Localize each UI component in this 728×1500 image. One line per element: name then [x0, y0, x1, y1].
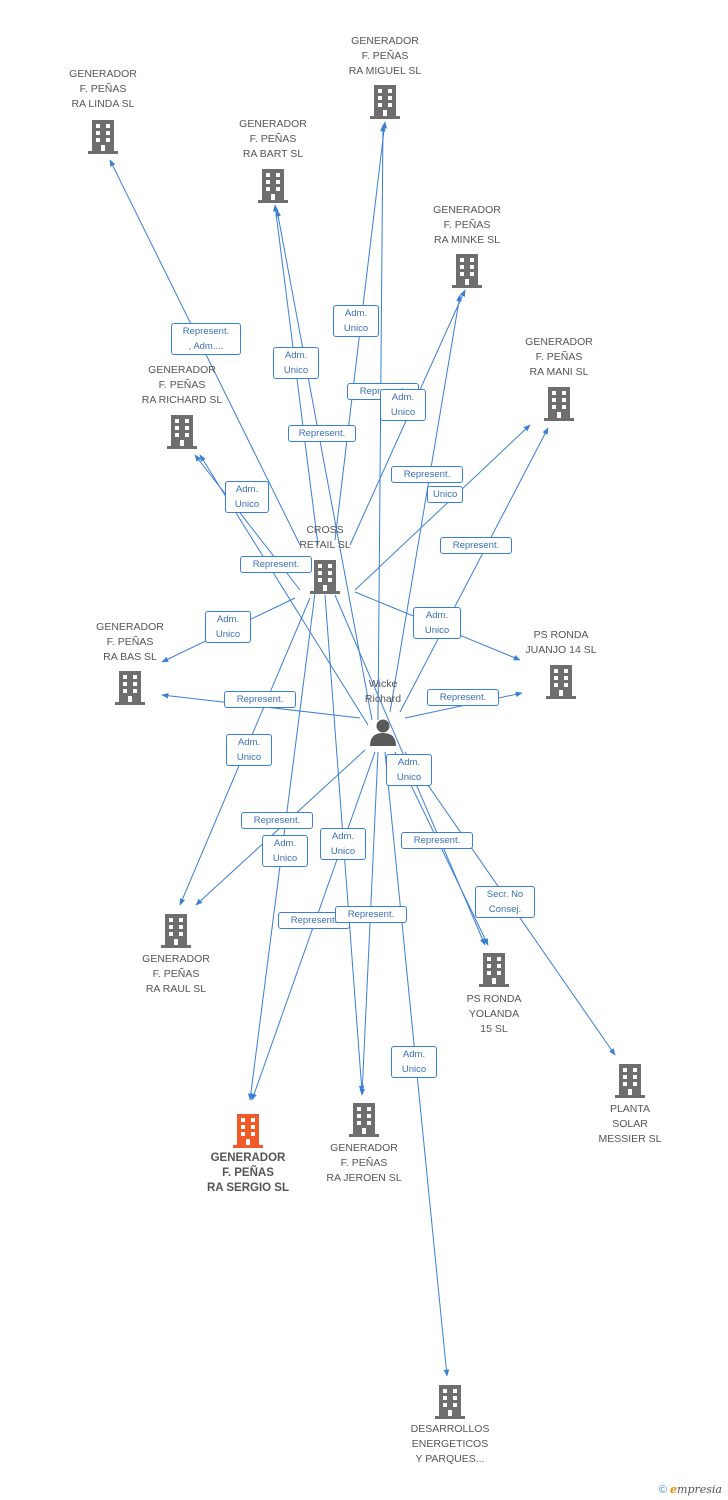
edge-label: Unico [427, 486, 464, 503]
building-icon[interactable] [88, 120, 118, 154]
node-label-juanjo[interactable]: PS RONDA JUANJO 14 SL [525, 629, 597, 656]
edge-line [377, 124, 386, 721]
edge-line [354, 424, 531, 591]
edge-label: Secr. No Consej. [475, 886, 535, 918]
edge-label: Represent. [335, 906, 407, 923]
building-icon[interactable] [161, 914, 191, 948]
edge-label: Adm. Unico [391, 1046, 437, 1078]
edge-label: Represent. [241, 812, 313, 829]
person-icon[interactable] [370, 719, 396, 747]
building-icon[interactable] [544, 387, 574, 421]
node-label-miguel[interactable]: GENERADOR F. PEÑAS RA MIGUEL SL [348, 35, 422, 77]
building-icon[interactable] [258, 169, 288, 203]
edge-label: Adm. Unico [320, 828, 366, 860]
edge-label: Represent. [391, 466, 463, 483]
building-icon[interactable] [310, 560, 340, 594]
building-icon[interactable] [435, 1385, 465, 1419]
node-label-wicke[interactable]: Wicke Richard [364, 678, 402, 705]
edge-label: Adm. Unico [205, 611, 251, 643]
copyright-symbol: © [658, 1484, 667, 1496]
node-label-mani[interactable]: GENERADOR F. PEÑAS RA MANI SL [525, 336, 593, 378]
node-label-yolanda[interactable]: PS RONDA YOLANDA 15 SL [466, 993, 522, 1035]
building-icon[interactable] [115, 671, 145, 705]
node-label-bas[interactable]: GENERADOR F. PEÑAS RA BAS SL [96, 621, 164, 663]
icons-layer [88, 85, 645, 1419]
edge-label: Represent. [278, 912, 350, 929]
edge-line [389, 294, 462, 713]
edge-label: Adm. Unico [262, 835, 308, 867]
node-label-cross[interactable]: CROSS RETAIL SL [299, 524, 351, 551]
edge-line [359, 751, 379, 1096]
edge-label: Represent. [224, 691, 296, 708]
edge-label: Represent. [401, 832, 473, 849]
node-label-messier[interactable]: PLANTA SOLAR MESSIER SL [598, 1103, 662, 1145]
building-icon[interactable] [546, 665, 576, 699]
edge-label: Adm. Unico [273, 347, 319, 379]
node-label-richard[interactable]: GENERADOR F. PEÑAS RA RICHARD SL [141, 364, 223, 406]
node-label-desarrollos[interactable]: DESARROLLOS ENERGETICOS Y PARQUES... [410, 1423, 490, 1465]
node-label-linda[interactable]: GENERADOR F. PEÑAS RA LINDA SL [69, 68, 137, 110]
edge-label: Represent. , Adm.... [171, 323, 241, 355]
edge-label: Represent. [240, 556, 312, 573]
building-icon[interactable] [479, 953, 509, 987]
node-label-sergio[interactable]: GENERADOR F. PEÑAS RA SERGIO SL [207, 1152, 289, 1194]
building-icon[interactable] [615, 1064, 645, 1098]
brand-logo: empresia [670, 1483, 722, 1496]
copyright: © empresia [659, 1483, 722, 1496]
building-icon[interactable] [370, 85, 400, 119]
building-icon[interactable] [167, 415, 197, 449]
edge-label: Adm. Unico [386, 754, 432, 786]
node-label-jeroen[interactable]: GENERADOR F. PEÑAS RA JEROEN SL [326, 1142, 402, 1184]
node-label-bart[interactable]: GENERADOR F. PEÑAS RA BART SL [239, 118, 307, 160]
edge-label: Adm. Unico [413, 607, 461, 639]
building-icon[interactable] [452, 254, 482, 288]
node-label-minke[interactable]: GENERADOR F. PEÑAS RA MINKE SL [433, 204, 501, 246]
edge-label: Adm. Unico [333, 305, 379, 337]
edge-line [275, 209, 373, 721]
edge-label: Represent. [288, 425, 356, 442]
edge-label: Represent. [427, 689, 499, 706]
edge-line [399, 427, 549, 713]
node-label-raul[interactable]: GENERADOR F. PEÑAS RA RAUL SL [142, 953, 210, 995]
focus-building-icon[interactable] [233, 1114, 263, 1148]
edge-label: Adm. Unico [380, 389, 426, 421]
edge-label: Adm. Unico [226, 734, 272, 766]
edge-label: Represent. [440, 537, 512, 554]
edge-label: Adm. Unico [225, 481, 269, 513]
building-icon[interactable] [349, 1103, 379, 1137]
